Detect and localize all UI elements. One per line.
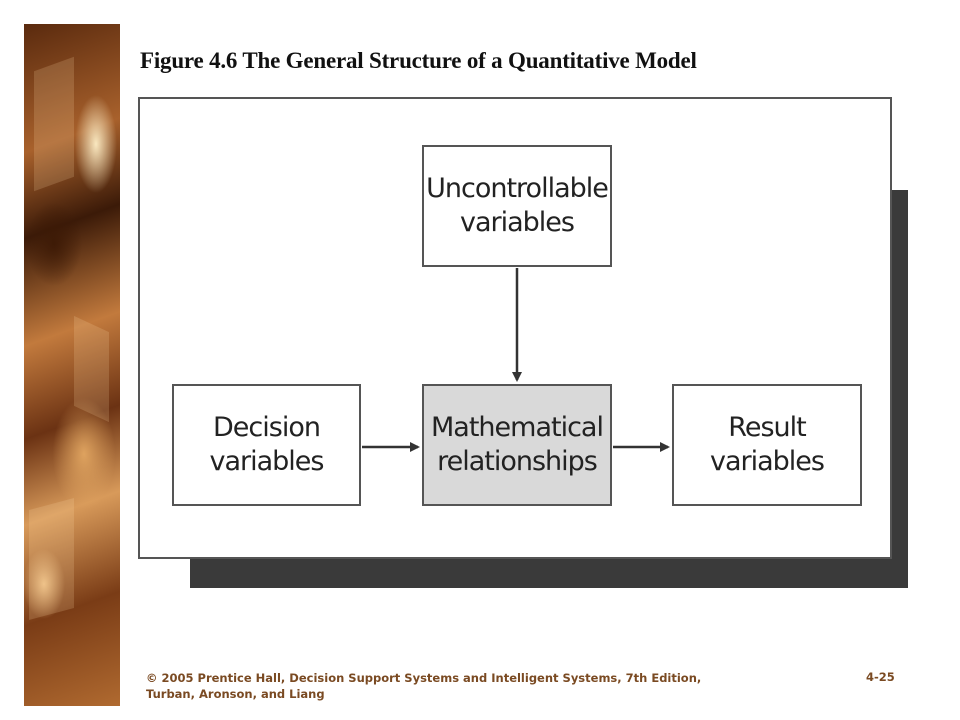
slide-number: 4-25 (866, 670, 895, 684)
footer-line: © 2005 Prentice Hall, Decision Support S… (146, 671, 702, 685)
footer-citation: © 2005 Prentice Hall, Decision Support S… (146, 670, 766, 702)
decorative-side-panel (24, 24, 120, 706)
node-label-line: Mathematical (431, 412, 604, 443)
node-result-variables: Result variables (672, 384, 862, 506)
node-label-line: variables (209, 446, 325, 477)
node-label-line: relationships (437, 446, 598, 477)
node-label-line: Uncontrollable (426, 173, 609, 204)
node-label-line: Decision (213, 412, 321, 443)
node-mathematical-relationships: Mathematical relationships (422, 384, 612, 506)
node-uncontrollable-variables: Uncontrollable variables (422, 145, 612, 267)
node-label-line: variables (710, 446, 825, 477)
figure-title: Figure 4.6 The General Structure of a Qu… (140, 48, 697, 73)
footer-line: Turban, Aronson, and Liang (146, 687, 325, 701)
node-decision-variables: Decision variables (172, 384, 361, 506)
node-label-line: variables (459, 207, 575, 238)
node-label-line: Result (728, 412, 806, 443)
